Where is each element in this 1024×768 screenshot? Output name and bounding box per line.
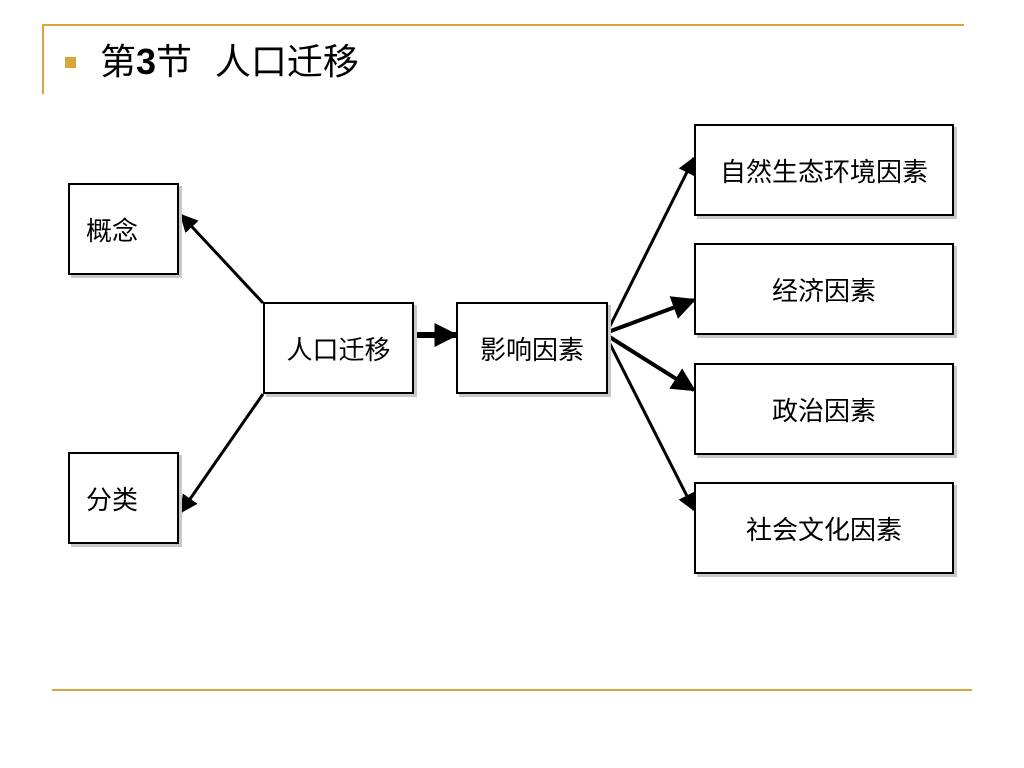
arrow-to-classification	[179, 393, 265, 514]
influence-box: 影响因素	[456, 302, 608, 394]
bottom-divider	[52, 689, 972, 691]
classification-box: 分类	[68, 452, 179, 544]
concept-label: 概念	[86, 216, 139, 247]
factor-box-natural: 自然生态环境因素	[694, 124, 954, 216]
arrow-to-factor-political	[606, 334, 697, 392]
arrow-to-factor-economic	[607, 296, 697, 334]
title-left-divider	[42, 24, 44, 94]
factor-label: 政治因素	[771, 396, 876, 427]
arrow-to-concept	[179, 213, 265, 305]
title-number: 3	[136, 41, 157, 82]
center-label: 人口迁移	[286, 335, 391, 366]
influence-label: 影响因素	[479, 335, 584, 366]
center-box: 人口迁移	[263, 302, 414, 394]
factor-box-social: 社会文化因素	[694, 482, 954, 574]
title-suffix: 节 人口迁移	[156, 42, 359, 83]
factor-label: 社会文化因素	[745, 515, 902, 546]
arrow-to-factor-natural	[606, 156, 696, 331]
title-bullet-icon	[65, 57, 76, 68]
factor-box-political: 政治因素	[694, 363, 954, 455]
slide-title: 第3节 人口迁移	[100, 40, 359, 85]
classification-label: 分类	[86, 485, 139, 516]
concept-box: 概念	[68, 183, 179, 275]
top-divider	[42, 24, 964, 26]
title-prefix: 第	[100, 42, 137, 83]
factor-label: 自然生态环境因素	[719, 157, 928, 188]
arrow-to-factor-social	[606, 339, 696, 512]
factor-box-economic: 经济因素	[694, 243, 954, 335]
factor-label: 经济因素	[771, 276, 876, 307]
